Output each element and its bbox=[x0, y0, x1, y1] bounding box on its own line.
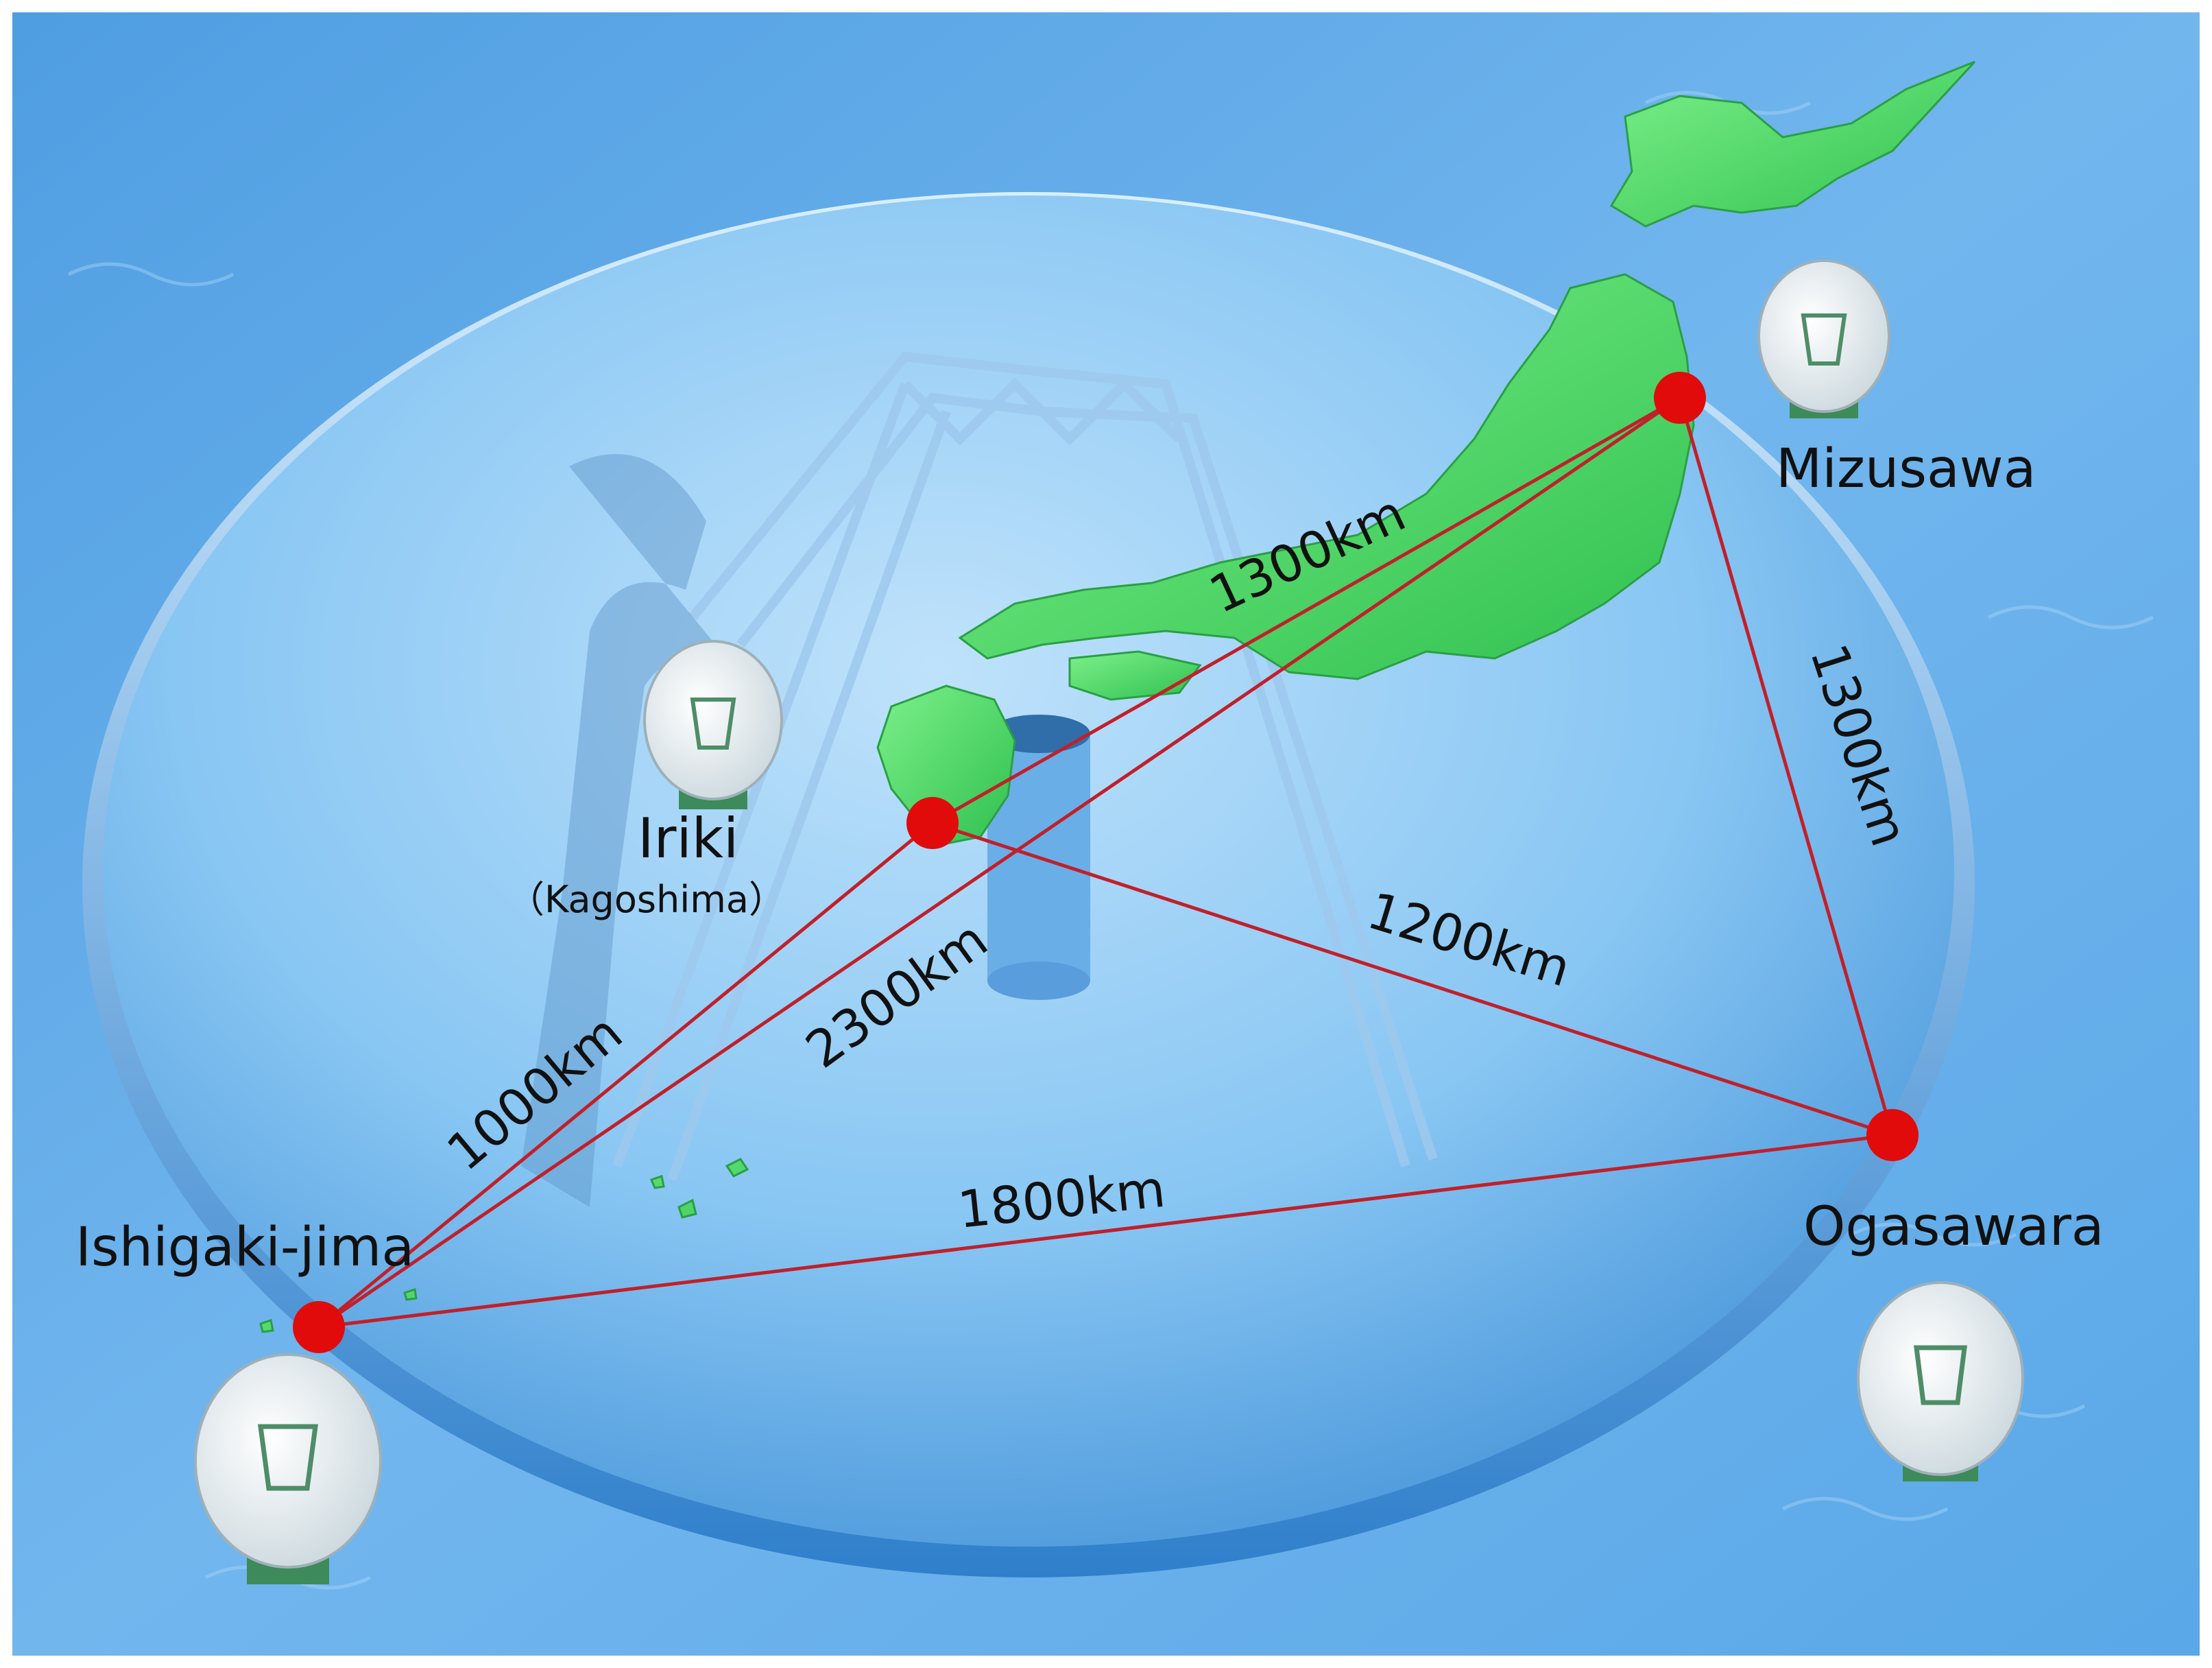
station-dot-ogasawara[interactable] bbox=[1866, 1109, 1919, 1161]
station-dot-ishigaki[interactable] bbox=[293, 1301, 345, 1353]
antenna-icon-iriki bbox=[643, 640, 783, 809]
station-label-ogasawara: Ogasawara bbox=[1803, 1196, 2104, 1258]
station-label-iriki-sub: （Kagoshima） bbox=[507, 878, 786, 921]
baseline-ishigaki-ogasawara bbox=[318, 1133, 1893, 1329]
station-label-iriki: Iriki bbox=[638, 807, 738, 870]
baseline-mizusawa-ogasawara bbox=[1678, 397, 1895, 1136]
baseline-ishigaki-iriki bbox=[317, 822, 934, 1329]
antenna-icon-mizusawa bbox=[1757, 259, 1890, 418]
hokkaido-land bbox=[1609, 60, 1976, 228]
honshu-land bbox=[958, 273, 1695, 680]
antenna-icon-ogasawara bbox=[1857, 1281, 2024, 1481]
baseline-iriki-mizusawa bbox=[931, 396, 1681, 825]
ryukyu-islands bbox=[259, 1158, 749, 1333]
kyushu-land bbox=[876, 684, 1016, 845]
baseline-lines bbox=[317, 396, 1895, 1329]
baseline-ishigaki-mizusawa bbox=[317, 396, 1681, 1329]
station-dot-mizusawa[interactable] bbox=[1654, 372, 1706, 424]
truss-shadow bbox=[521, 454, 727, 1207]
station-dot-iriki[interactable] bbox=[906, 797, 959, 849]
station-label-mizusawa: Mizusawa bbox=[1776, 438, 2036, 500]
baseline-iriki-ogasawara bbox=[932, 821, 1893, 1137]
station-label-ishigaki: Ishigaki-jima bbox=[75, 1217, 414, 1278]
antenna-icon-ishigaki bbox=[194, 1353, 382, 1584]
